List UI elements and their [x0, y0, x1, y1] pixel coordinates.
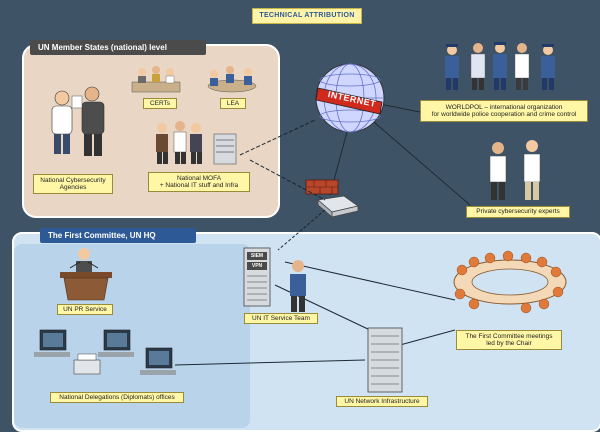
police-icon: [445, 42, 555, 90]
diagram-title: TECHNICAL ATTRIBUTION: [252, 8, 362, 24]
line-infra-committee: [399, 329, 456, 346]
lea-illustration: [207, 66, 257, 93]
label-mofa-line1: National MOFA: [176, 174, 222, 182]
label-pr-service-text: UN PR Service: [63, 305, 107, 313]
label-worldpol-line2: for worldwide police cooperation and cri…: [431, 111, 577, 118]
label-private-experts-text: Private cybersecurity experts: [476, 208, 560, 216]
line-it-committee: [284, 261, 456, 301]
globe-icon: [315, 63, 385, 133]
label-pr-service[interactable]: UN PR Service: [57, 304, 113, 315]
it-person-illustration: [290, 260, 306, 312]
label-worldpol[interactable]: WORLDPOL – international organization fo…: [420, 100, 588, 122]
label-it-service[interactable]: UN IT Service Team: [244, 313, 318, 324]
label-network-infra[interactable]: UN Network Infrastructure: [336, 396, 428, 407]
label-it-service-text: UN IT Service Team: [252, 314, 310, 322]
server-vpn-label: VPN: [251, 263, 263, 269]
line-delegations-infra: [174, 359, 366, 366]
label-worldpol-line1: WORLDPOL – international organization: [445, 103, 563, 111]
monitor-icon: [34, 329, 176, 375]
label-national-agencies-line2: Agencies: [59, 184, 87, 191]
network-server-icon: [367, 327, 403, 393]
label-certs[interactable]: CERTs: [143, 98, 177, 109]
mofa-illustration: [156, 121, 237, 165]
national-agencies-illustration: [51, 86, 105, 156]
label-lea[interactable]: LEA: [220, 98, 246, 109]
label-first-committee[interactable]: The First Committee meetings led by the …: [456, 330, 562, 350]
podium-icon: [60, 248, 112, 301]
conference-table-icon: [453, 250, 567, 314]
label-mofa-line2: + National IT stuff and Infra: [159, 182, 239, 189]
label-first-committee-line2: led by the Chair: [486, 340, 532, 347]
private-experts-illustration: [489, 140, 541, 200]
line-router-it: [277, 209, 326, 251]
server-siem-label: SIEM: [250, 253, 264, 259]
label-national-agencies-line1: National Cybersecurity: [40, 176, 106, 184]
label-mofa[interactable]: National MOFA + National IT stuff and In…: [148, 172, 250, 192]
line-mofa-internet: [239, 119, 316, 156]
un-panel-header: The First Committee, UN HQ: [40, 228, 196, 243]
label-delegations[interactable]: National Delegations (Diplomats) offices: [50, 392, 184, 403]
line-mofa-router: [249, 159, 326, 201]
label-delegations-text: National Delegations (Diplomats) offices: [59, 393, 175, 401]
label-certs-text: CERTs: [149, 99, 171, 107]
line-internet-private: [359, 109, 471, 206]
server-icon: [243, 247, 271, 307]
label-national-agencies[interactable]: National Cybersecurity Agencies: [33, 174, 113, 194]
certs-illustration: [131, 66, 181, 93]
printer-icon: [73, 353, 101, 375]
label-network-infra-text: UN Network Infrastructure: [344, 397, 420, 405]
label-lea-text: LEA: [226, 99, 240, 107]
label-private-experts[interactable]: Private cybersecurity experts: [466, 206, 570, 218]
router-icon: [317, 195, 359, 218]
label-first-committee-line1: The First Committee meetings: [465, 332, 553, 340]
national-panel-header: UN Member States (national) level: [30, 40, 206, 55]
firewall-icon: [305, 179, 339, 195]
